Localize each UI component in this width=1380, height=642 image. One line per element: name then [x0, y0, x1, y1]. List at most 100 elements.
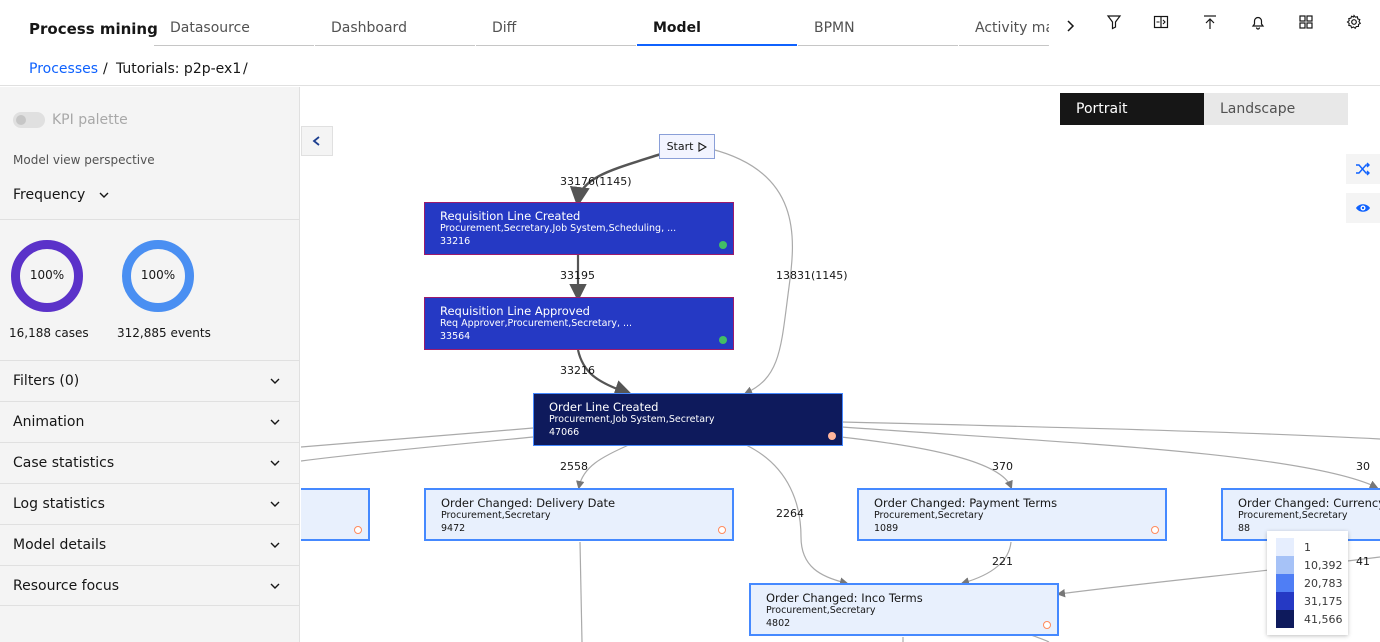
breadcrumb-processes-link[interactable]: Processes: [29, 61, 99, 77]
process-model-canvas[interactable]: Start 33176(1145) 33195 13831(1145) 3321…: [301, 87, 1380, 642]
eye-icon: [1356, 204, 1370, 212]
legend-value: 20,783: [1304, 576, 1343, 590]
tab-label: BPMN: [814, 20, 855, 36]
events-count: 312,885 events: [117, 326, 211, 340]
compare-button[interactable]: [1149, 10, 1173, 34]
accordion-log-statistics[interactable]: Log statistics: [0, 483, 300, 524]
accordion-case-statistics[interactable]: Case statistics: [0, 442, 300, 483]
filter-button[interactable]: [1102, 10, 1126, 34]
legend-value: 41,566: [1304, 612, 1343, 626]
shuffle-layout-button[interactable]: [1346, 154, 1380, 184]
edge-label: 30: [1356, 460, 1370, 473]
tab-label: Activity map: [975, 20, 1049, 36]
legend-row: 31,175: [1276, 592, 1348, 610]
visibility-button[interactable]: [1346, 193, 1380, 223]
edge-order-line-payment-terms: [840, 436, 1013, 490]
node-title: Requisition Line Created: [440, 209, 581, 223]
chevron-right-icon: [1067, 20, 1075, 32]
tab-diff[interactable]: Diff: [476, 0, 636, 46]
tabs-scroll-right-button[interactable]: [1056, 10, 1084, 42]
activity-node-order-changed-payment-terms[interactable]: Order Changed: Payment Terms Procurement…: [857, 488, 1167, 541]
process-edges: [301, 148, 1380, 642]
node-resources: Procurement,Secretary: [766, 605, 876, 616]
node-count: 33216: [440, 236, 471, 247]
tab-activity-map[interactable]: Activity map: [959, 0, 1049, 46]
accordion-resource-focus[interactable]: Resource focus: [0, 565, 300, 606]
breadcrumb-separator: /: [103, 61, 108, 77]
edge-label: 33176(1145): [560, 175, 632, 188]
tab-label: Diff: [492, 20, 517, 36]
breadcrumb-current: Tutorials: p2p-ex1: [116, 61, 242, 77]
portrait-button[interactable]: Portrait: [1060, 93, 1204, 125]
events-percent: 100%: [140, 268, 176, 282]
cases-donut-chart: 100%: [11, 240, 83, 312]
portrait-label: Portrait: [1076, 101, 1128, 117]
tab-dashboard[interactable]: Dashboard: [315, 0, 475, 46]
edge-label: 370: [992, 460, 1013, 473]
node-resources: Procurement,Secretary: [1238, 510, 1348, 521]
legend-row: 20,783: [1276, 574, 1348, 592]
activity-node-order-line-created[interactable]: Order Line Created Procurement,Job Syste…: [533, 393, 843, 446]
edge-order-line-inco-terms: [745, 444, 849, 586]
activity-node-requisition-line-approved[interactable]: Requisition Line Approved Req Approver,P…: [424, 297, 734, 350]
events-donut-ring: [122, 240, 194, 312]
legend-swatch: [1276, 556, 1294, 574]
accordion-animation[interactable]: Animation: [0, 401, 300, 442]
legend-value: 10,392: [1304, 558, 1343, 572]
activity-node-offscreen-left[interactable]: [301, 488, 370, 541]
settings-button[interactable]: [1342, 10, 1366, 34]
cases-count: 16,188 cases: [9, 326, 89, 340]
status-dot: [718, 526, 726, 534]
edge-order-line-left-lower: [301, 436, 534, 462]
notifications-button[interactable]: [1246, 10, 1270, 34]
legend-value: 31,175: [1304, 594, 1343, 608]
status-dot: [1043, 621, 1051, 629]
start-node[interactable]: Start: [659, 134, 715, 159]
collapse-sidebar-button[interactable]: [301, 126, 333, 156]
tab-datasource[interactable]: Datasource: [154, 0, 314, 46]
status-dot: [719, 241, 727, 249]
node-title: Order Changed: Currency: [1238, 496, 1380, 510]
edge-order-line-currency: [841, 426, 1379, 489]
edge-label: 2558: [560, 460, 588, 473]
start-label: Start: [666, 140, 694, 153]
tab-model[interactable]: Model: [637, 0, 797, 46]
edge-label: 2264: [776, 507, 804, 520]
accordion-model-details[interactable]: Model details: [0, 524, 300, 565]
export-button[interactable]: [1198, 10, 1222, 34]
node-title: Requisition Line Approved: [440, 304, 590, 318]
accordion-title: Case statistics: [13, 455, 115, 471]
accordion-filters[interactable]: Filters (0): [0, 360, 300, 401]
edge-delivery-date-down: [579, 541, 583, 642]
node-count: 33564: [440, 331, 471, 342]
accordion-title: Filters (0): [13, 373, 80, 389]
accordion-title: Animation: [13, 414, 85, 430]
activity-node-order-changed-inco-terms[interactable]: Order Changed: Inco Terms Procurement,Se…: [749, 583, 1059, 636]
breadcrumb-separator: /: [243, 61, 248, 77]
legend-value: 1: [1304, 540, 1311, 554]
tab-bpmn[interactable]: BPMN: [798, 0, 958, 46]
frequency-legend: 1 10,392 20,783 31,175 41,566: [1267, 531, 1348, 635]
chevron-down-icon: [270, 460, 280, 466]
perspective-dropdown[interactable]: Frequency: [13, 187, 111, 203]
legend-swatch: [1276, 592, 1294, 610]
app-switcher-button[interactable]: [1294, 10, 1318, 34]
node-title: Order Changed: Payment Terms: [874, 496, 1058, 510]
play-icon: [698, 141, 708, 152]
landscape-button[interactable]: Landscape: [1204, 93, 1348, 125]
chevron-left-icon: [312, 136, 320, 146]
kpi-palette-toggle[interactable]: [13, 112, 45, 128]
activity-node-order-changed-delivery-date[interactable]: Order Changed: Delivery Date Procurement…: [424, 488, 734, 541]
legend-swatch: [1276, 610, 1294, 628]
edge-label: 221: [992, 555, 1013, 568]
node-resources: Req Approver,Procurement,Secretary, ...: [440, 318, 633, 329]
node-count: 47066: [549, 427, 580, 438]
edge-start-requisition-created: [569, 152, 662, 207]
node-count: 4802: [766, 618, 791, 629]
shuffle-icon: [1356, 162, 1370, 176]
node-resources: Procurement,Secretary: [441, 510, 551, 521]
activity-node-requisition-line-created[interactable]: Requisition Line Created Procurement,Sec…: [424, 202, 734, 255]
chevron-down-icon: [270, 501, 280, 507]
edge-label: 33216: [560, 364, 595, 377]
